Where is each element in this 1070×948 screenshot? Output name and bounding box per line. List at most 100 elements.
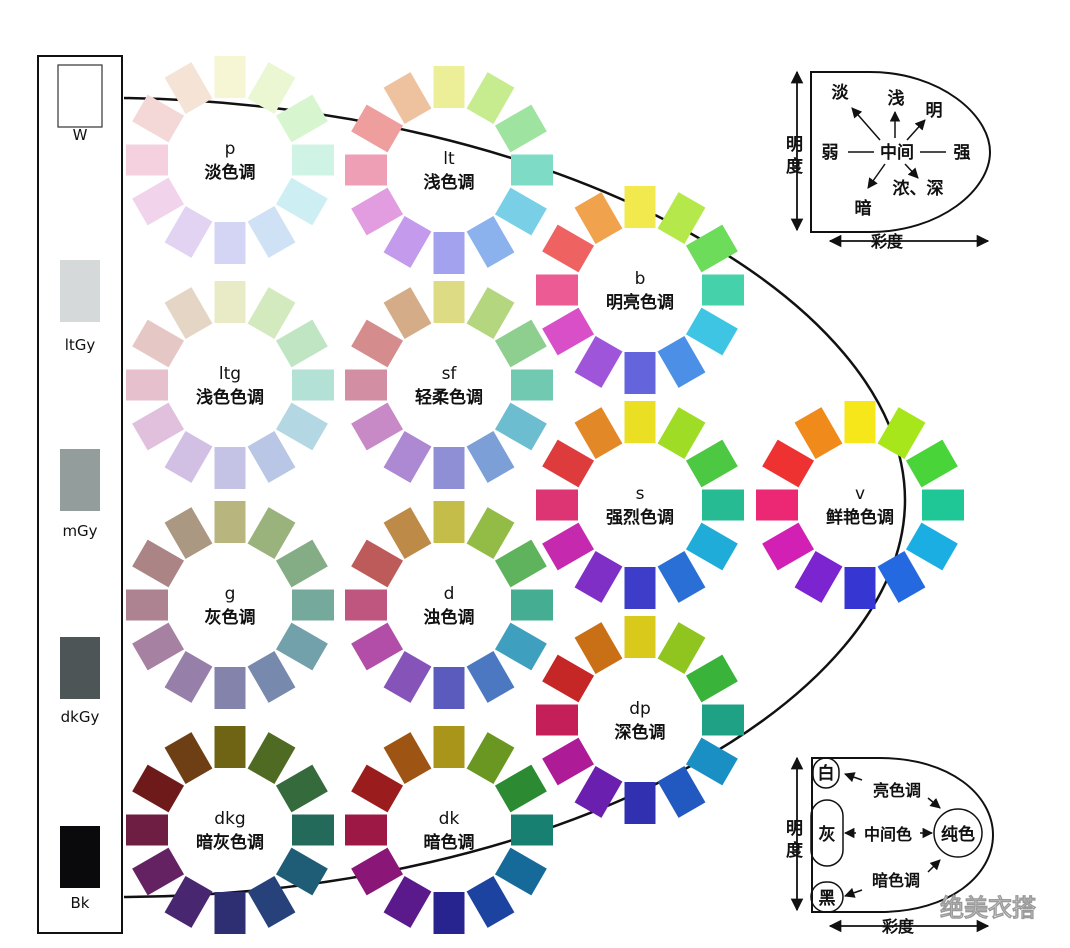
swatch (164, 287, 213, 340)
tone-code: b (635, 269, 646, 289)
swatch (383, 215, 432, 268)
swatch (494, 104, 547, 153)
swatch (624, 782, 656, 824)
swatch (433, 501, 465, 543)
swatch (685, 307, 738, 356)
swatch (466, 732, 515, 785)
swatch (126, 589, 168, 621)
swatch (164, 62, 213, 115)
swatch (511, 369, 553, 401)
label-an-tone: 暗色调 (872, 871, 920, 890)
tone-name: 鲜艳色调 (826, 507, 894, 528)
swatch (351, 622, 404, 671)
swatch (351, 319, 404, 368)
swatch (214, 447, 246, 489)
swatch (247, 287, 296, 340)
swatch (433, 66, 465, 108)
swatch (542, 307, 595, 356)
swatch (345, 589, 387, 621)
swatch (292, 589, 334, 621)
swatch (214, 667, 246, 709)
gray-scale-panel (37, 55, 123, 934)
swatch (536, 274, 578, 306)
tone-code: ltg (219, 364, 241, 384)
swatch (762, 522, 815, 571)
swatch (345, 814, 387, 846)
label-nong-shen: 浓、深 (893, 178, 944, 199)
label-hei: 黑 (819, 889, 836, 909)
label-qian: 浅 (888, 88, 905, 109)
swatch (685, 654, 738, 703)
gray-label-Bk: Bk (71, 894, 90, 912)
swatch (292, 144, 334, 176)
swatch (922, 489, 964, 521)
swatch (756, 489, 798, 521)
arrow-bright-left (844, 772, 863, 783)
tone-code: lt (443, 149, 455, 169)
gray-swatch-Bk (60, 826, 100, 888)
swatch (494, 622, 547, 671)
arrow-to-dan (851, 107, 881, 141)
swatch (466, 430, 515, 483)
gray-label-mGy: mGy (62, 522, 97, 540)
swatch (164, 205, 213, 258)
swatch (433, 281, 465, 323)
swatch (702, 489, 744, 521)
swatch (877, 550, 926, 603)
swatch (351, 402, 404, 451)
swatch (511, 814, 553, 846)
swatch (214, 281, 246, 323)
pure-color-circle (933, 808, 983, 858)
arrow-bright-right (927, 797, 941, 809)
swatch (657, 335, 706, 388)
tone-code: dk (439, 809, 460, 829)
tone-name: 轻柔色调 (415, 387, 483, 408)
swatch (762, 439, 815, 488)
swatch (126, 144, 168, 176)
swatch (574, 407, 623, 460)
swatch (383, 287, 432, 340)
swatch (345, 154, 387, 186)
swatch (214, 222, 246, 264)
tone-name: 浊色调 (424, 607, 475, 628)
swatch (164, 430, 213, 483)
swatch (542, 439, 595, 488)
tone-relation-diagram: 明度 彩度 淡 浅 明 弱 中间 强 浓、深 暗 (786, 70, 992, 251)
swatch (574, 192, 623, 245)
swatch (494, 319, 547, 368)
gray-swatch-W (57, 64, 103, 128)
swatch (214, 501, 246, 543)
gray-label-ltGy: ltGy (65, 336, 96, 354)
swatch (132, 319, 185, 368)
label-zhongjianse: 中间色 (864, 825, 912, 844)
swatch (292, 369, 334, 401)
label-hui: 灰 (819, 824, 836, 845)
tone-name: 暗灰色调 (196, 832, 264, 853)
swatch (685, 522, 738, 571)
arrow-to-nong (904, 163, 919, 179)
swatch (433, 447, 465, 489)
swatch (214, 56, 246, 98)
swatch (351, 539, 404, 588)
swatch (132, 177, 185, 226)
swatch (126, 369, 168, 401)
swatch (494, 539, 547, 588)
swatch (383, 732, 432, 785)
swatch (877, 407, 926, 460)
swatch (351, 187, 404, 236)
tone-wheels: p淡色调lt浅色调b明亮色调ltg浅色色调sf轻柔色调s强烈色调v鲜艳色调g灰色… (126, 56, 964, 934)
swatch (132, 764, 185, 813)
label-dan: 淡 (832, 83, 850, 103)
tone-name: 强烈色调 (606, 507, 674, 528)
swatch (132, 94, 185, 143)
swatch (247, 430, 296, 483)
label-liang: 亮色调 (873, 781, 921, 800)
swatch (466, 215, 515, 268)
tone-code: d (444, 584, 455, 604)
label-ming: 明 (926, 101, 943, 121)
swatch (494, 847, 547, 896)
